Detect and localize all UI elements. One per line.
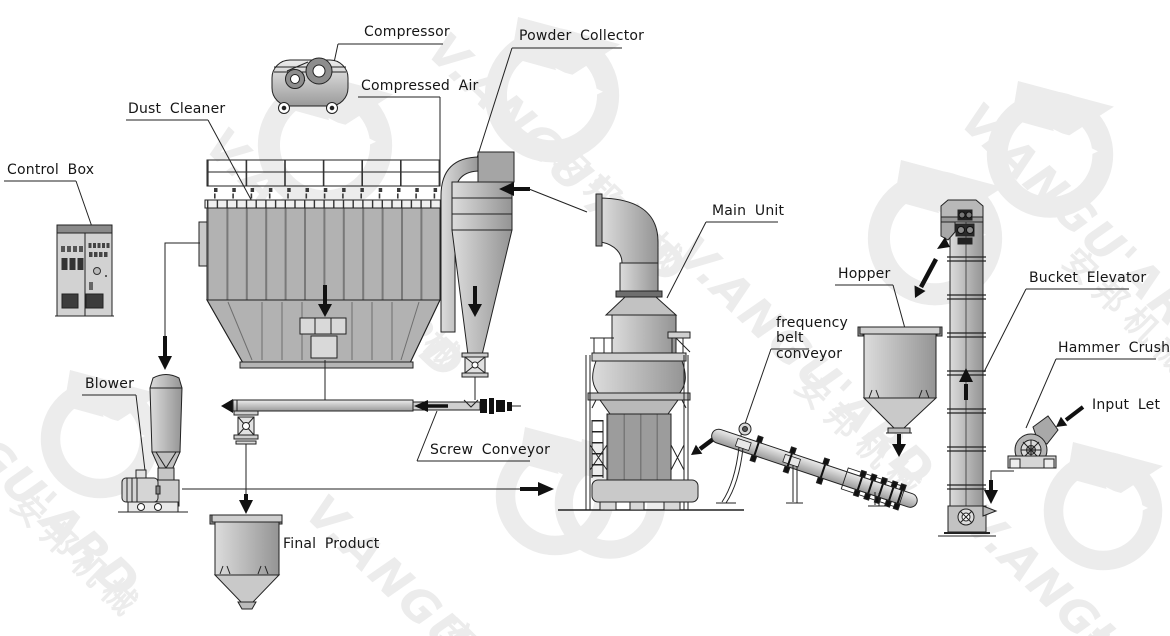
label-powder-collector: Powder Collector [519, 28, 645, 44]
compressor-drawing [271, 57, 349, 114]
label-bucket-elevator: Bucket Elevator [1029, 270, 1147, 286]
belt-conveyor-drawing [711, 422, 918, 511]
label-screw-conveyor: Screw Conveyor [430, 442, 551, 458]
label-main-unit: Main Unit [712, 203, 785, 219]
label-hopper: Hopper [838, 266, 891, 282]
label-control-box: Control Box [7, 162, 95, 178]
blower-drawing [118, 242, 554, 513]
label-compressed-air: Compressed Air [361, 78, 479, 94]
screw-conveyor-drawing [221, 360, 521, 514]
label-frequency-belt-conveyor: frequency belt conveyor [776, 315, 849, 362]
final-product-drawing [209, 514, 283, 610]
main-unit-drawing [558, 193, 744, 511]
control-box-drawing [55, 224, 114, 317]
label-dust-cleaner: Dust Cleaner [128, 101, 226, 117]
label-input-let: Input Let [1092, 397, 1161, 413]
powder-collector-drawing [440, 151, 588, 400]
label-final-product: Final Product [283, 536, 380, 552]
label-blower: Blower [85, 376, 135, 392]
dust-cleaner-drawing [198, 159, 443, 369]
hopper-drawing [857, 257, 943, 457]
bucket-elevator-drawing [937, 199, 1014, 537]
label-hammer-crusher: Hammer Crusher [1058, 340, 1170, 356]
label-compressor: Compressor [364, 24, 450, 40]
hammer-crusher-drawing [1007, 405, 1085, 469]
